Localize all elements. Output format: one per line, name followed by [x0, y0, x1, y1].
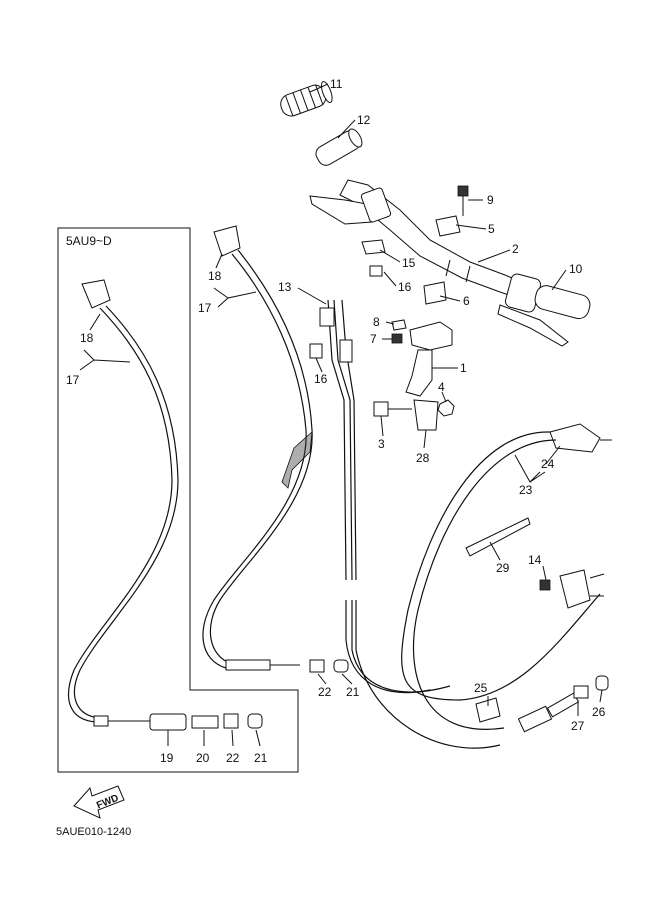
holder-upper	[435, 215, 461, 237]
callout-21-inset: 21	[254, 751, 268, 765]
callout-18-main: 18	[208, 269, 222, 283]
callout-19: 19	[160, 751, 174, 765]
callout-24: 24	[541, 457, 555, 471]
callout-2: 2	[512, 242, 519, 256]
nut-4	[437, 399, 455, 417]
callout-22-main: 22	[318, 685, 332, 699]
brake-cable-main	[202, 225, 313, 671]
diagram-code: 5AUE010-1240	[56, 826, 131, 838]
brake-cable-inset	[67, 279, 263, 731]
callout-17-inset: 17	[66, 373, 80, 387]
callout-15: 15	[402, 256, 416, 270]
callout-3: 3	[378, 437, 385, 451]
cable-tie	[465, 517, 531, 557]
throttle-housing-right	[497, 273, 591, 347]
inset-frame	[57, 227, 299, 773]
callout-8: 8	[373, 315, 380, 329]
throttle-cables	[309, 299, 501, 749]
handlebar-assembly	[280, 81, 591, 431]
callout-5: 5	[488, 222, 495, 236]
adjuster-22	[309, 659, 325, 673]
inset-title: 5AU9~D	[66, 234, 112, 248]
holder-lower	[423, 281, 447, 305]
callout-7: 7	[370, 332, 377, 346]
callout-10: 10	[569, 262, 583, 276]
callout-17-main: 17	[198, 301, 212, 315]
callout-29: 29	[496, 561, 510, 575]
callout-28: 28	[416, 451, 430, 465]
callout-16-lower: 16	[314, 372, 328, 386]
steering-column	[405, 349, 433, 397]
bolt-3	[373, 401, 389, 417]
brake-cable-rear	[401, 423, 612, 733]
grip-left	[280, 81, 333, 117]
callout-26: 26	[592, 705, 606, 719]
fwd-arrow-icon: FWD	[73, 785, 125, 819]
callout-6: 6	[463, 294, 470, 308]
bracket-28	[413, 399, 439, 431]
throttle-grip-tube	[315, 128, 363, 166]
callout-4: 4	[438, 380, 445, 394]
leader-lines	[79, 83, 603, 747]
callout-20: 20	[196, 751, 210, 765]
callout-13: 13	[278, 280, 292, 294]
callout-27: 27	[571, 719, 585, 733]
callout-9: 9	[487, 193, 494, 207]
callout-14: 14	[528, 553, 542, 567]
callout-21-main: 21	[346, 685, 360, 699]
callout-11: 11	[330, 77, 343, 91]
bolt-9	[457, 185, 469, 197]
callout-16-upper: 16	[398, 280, 412, 294]
nut-21	[333, 659, 349, 673]
callout-12: 12	[357, 113, 371, 127]
callout-25: 25	[474, 681, 488, 695]
callout-23: 23	[519, 483, 533, 497]
callout-22-inset: 22	[226, 751, 240, 765]
handle-crown	[409, 321, 453, 351]
callout-1: 1	[460, 361, 467, 375]
callout-18-inset: 18	[80, 331, 94, 345]
